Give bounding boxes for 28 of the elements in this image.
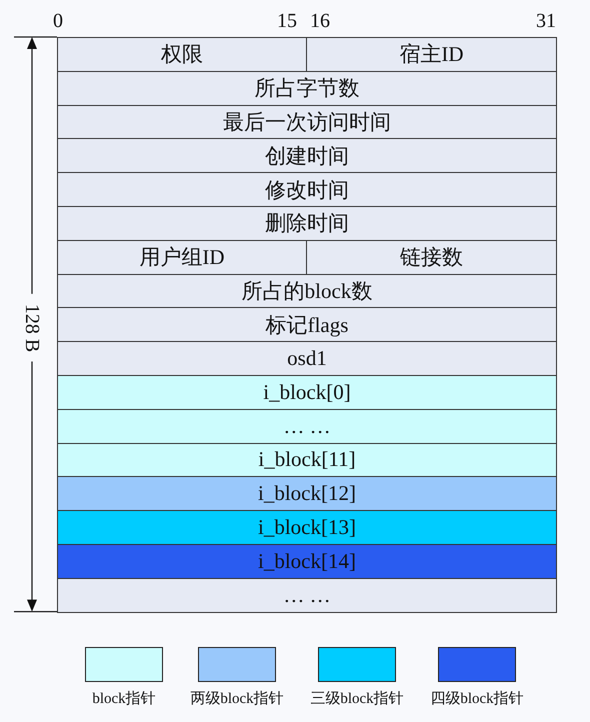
- legend-label: 四级block指针: [430, 690, 524, 708]
- bit-number: 0: [53, 10, 63, 32]
- table-row: 创建时间: [57, 138, 557, 174]
- table-row: 所占字节数: [57, 70, 557, 106]
- table-row: i_block[14]: [57, 544, 557, 579]
- table-row: 修改时间: [57, 172, 557, 207]
- legend-label: 三级block指针: [310, 690, 404, 708]
- table-row: 宿主ID: [306, 37, 557, 72]
- bit-number: 31: [536, 10, 556, 32]
- table-row: 链接数: [306, 240, 557, 275]
- legend-label: block指针: [92, 690, 156, 708]
- table-row: i_block[12]: [57, 476, 557, 512]
- dimension-label: 128 B: [21, 304, 43, 352]
- table-row: … …: [57, 578, 557, 613]
- bit-number: 16: [310, 10, 330, 32]
- table-row: 最后一次访问时间: [57, 104, 557, 140]
- table-row: 权限: [57, 37, 307, 72]
- table-row: 标记flags: [57, 307, 557, 342]
- table-row: i_block[13]: [57, 510, 557, 545]
- table-row: 用户组ID: [57, 240, 307, 275]
- table-row: i_block[0]: [57, 375, 557, 410]
- table-row: 所占的block数: [57, 274, 557, 308]
- bit-number: 15: [277, 10, 297, 32]
- table-row: 删除时间: [57, 206, 557, 241]
- table-row: … …: [57, 408, 557, 444]
- table-row: i_block[11]: [57, 442, 557, 478]
- table-row: osd1: [57, 341, 557, 376]
- legend-label: 两级block指针: [190, 690, 284, 708]
